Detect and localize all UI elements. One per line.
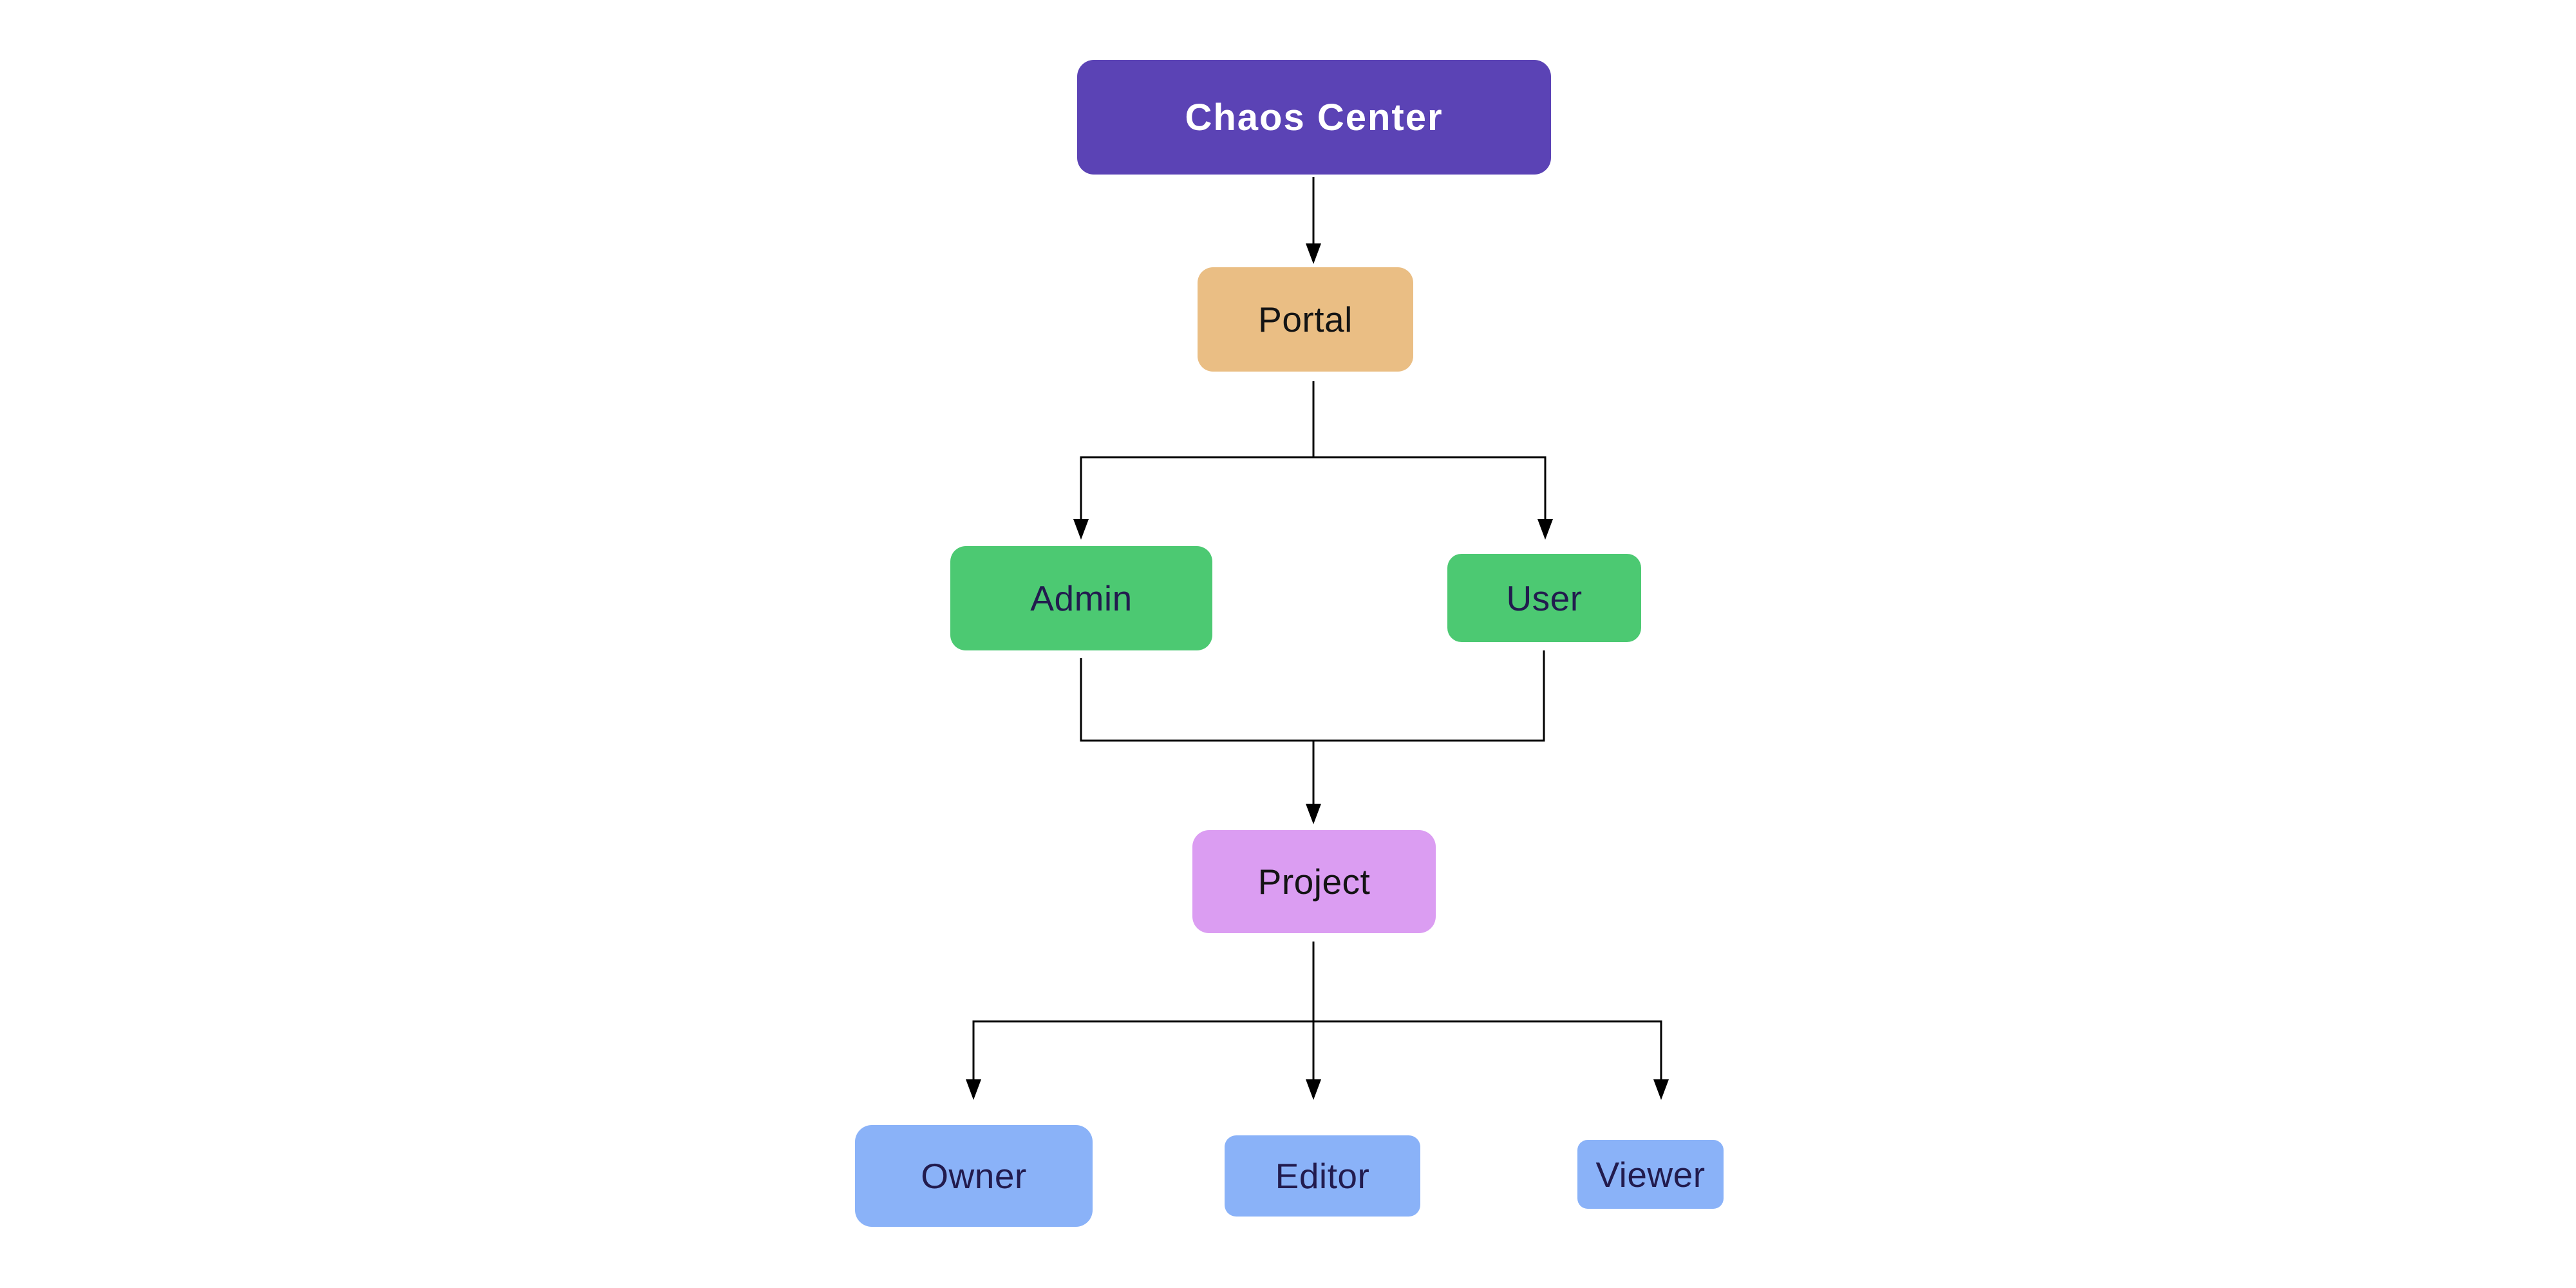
node-owner: Owner [855,1125,1093,1227]
edge-portal-user [1312,381,1547,520]
node-editor: Editor [1225,1135,1420,1217]
node-user-label: User [1506,578,1583,618]
arrowhead-admin [1073,519,1089,540]
node-editor-label: Editor [1275,1156,1370,1196]
node-owner-label: Owner [921,1156,1027,1196]
node-portal: Portal [1198,267,1413,372]
edge-portal-admin [1080,381,1315,520]
edge-admin-project [1080,658,1315,805]
node-portal-label: Portal [1258,299,1353,339]
arrowhead-editor [1306,1079,1321,1100]
edge-user-project [1312,650,1545,805]
arrowhead-owner [966,1079,981,1100]
arrowhead-user [1537,519,1553,540]
arrowhead-portal [1306,243,1321,264]
node-viewer: Viewer [1577,1140,1724,1209]
node-user: User [1447,554,1641,642]
arrowhead-project [1306,804,1321,824]
node-project-label: Project [1257,862,1371,902]
edge-project-owner [972,942,1315,1081]
node-chaos-center: Chaos Center [1077,60,1551,175]
node-admin-label: Admin [1030,578,1133,618]
node-chaos-center-label: Chaos Center [1185,96,1443,138]
edge-project-viewer [1312,942,1662,1081]
arrowhead-viewer [1653,1079,1669,1100]
node-project: Project [1192,830,1436,933]
node-viewer-label: Viewer [1595,1154,1706,1195]
node-admin: Admin [950,546,1212,650]
